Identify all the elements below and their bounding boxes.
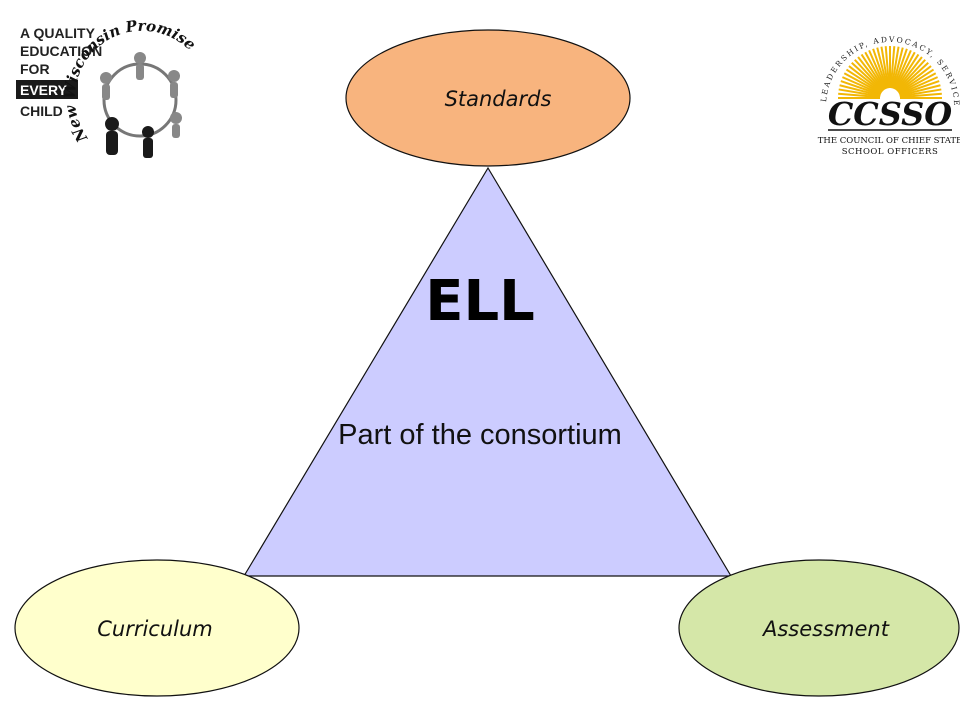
sun-ray — [884, 46, 891, 89]
curriculum-label: Curriculum — [97, 617, 213, 641]
standards-label: Standards — [445, 87, 552, 111]
sun-ray — [839, 84, 881, 97]
consortium-subtitle: Part of the consortium — [338, 419, 622, 451]
sun-ray — [889, 46, 896, 89]
sun-ray — [899, 84, 941, 97]
ell-triangle — [242, 166, 733, 577]
ccsso-logo: LEADERSHIP, ADVOCACY, SERVICE CCSSO THE … — [818, 35, 960, 157]
sun-ray — [868, 49, 887, 90]
sun-ray — [890, 46, 900, 89]
sun-ray — [841, 76, 882, 95]
sun-ray — [864, 51, 887, 90]
sun-ray — [896, 59, 926, 92]
sun-ray — [891, 47, 904, 89]
sun-ray — [897, 65, 932, 93]
logo-left-line-5: CHILD — [20, 103, 63, 119]
ell-title: ELL — [425, 269, 535, 334]
sun-ray — [860, 53, 886, 91]
sun-ray — [876, 47, 889, 89]
ccsso-wordmark: CCSSO — [828, 95, 952, 133]
sun-ray — [899, 92, 942, 99]
every-highlight-box — [16, 80, 78, 99]
sun-ray — [838, 92, 881, 99]
sun-ray — [872, 48, 888, 89]
ccsso-line-2: SCHOOL OFFICERS — [842, 147, 939, 157]
ccsso-line-1: THE COUNCIL OF CHIEF STATE — [818, 136, 960, 146]
sun-ray — [851, 62, 884, 92]
sun-ray — [899, 88, 942, 98]
sun-ray — [843, 72, 882, 95]
sun-ray — [840, 80, 881, 96]
sun-ray — [893, 49, 912, 90]
sun-ray — [854, 59, 884, 92]
sun-ray — [898, 76, 939, 95]
sun-ray — [845, 68, 883, 94]
sun-ray — [880, 46, 890, 89]
sun-ray — [894, 53, 920, 91]
sun-ray — [898, 72, 937, 95]
node-curriculum: Curriculum — [14, 559, 300, 697]
node-standards: Standards — [345, 29, 631, 167]
assessment-label: Assessment — [761, 617, 890, 641]
sun-ray — [895, 56, 923, 91]
children-circle-icon — [100, 52, 182, 158]
sun-ray — [896, 62, 929, 92]
sun-ray — [838, 88, 881, 98]
sun-ray — [857, 56, 885, 91]
logo-left-line-1: A QUALITY — [20, 25, 96, 41]
sun-icon — [838, 46, 942, 99]
logo-left-line-3: FOR — [20, 61, 50, 77]
sun-ray — [893, 51, 916, 90]
logo-left-line-2: EDUCATION — [20, 43, 102, 59]
sun-ray — [848, 65, 883, 93]
node-assessment: Assessment — [678, 559, 960, 697]
assessment-ellipse — [678, 559, 960, 697]
standards-ellipse — [345, 29, 631, 167]
sun-ray — [897, 68, 935, 94]
curriculum-ellipse — [14, 559, 300, 697]
sun-ray — [892, 48, 908, 89]
wisconsin-promise-logo: A QUALITY EDUCATION FOR EVERY CHILD New … — [16, 17, 199, 158]
sun-ray — [899, 80, 940, 96]
logo-left-line-4: EVERY — [20, 82, 68, 98]
